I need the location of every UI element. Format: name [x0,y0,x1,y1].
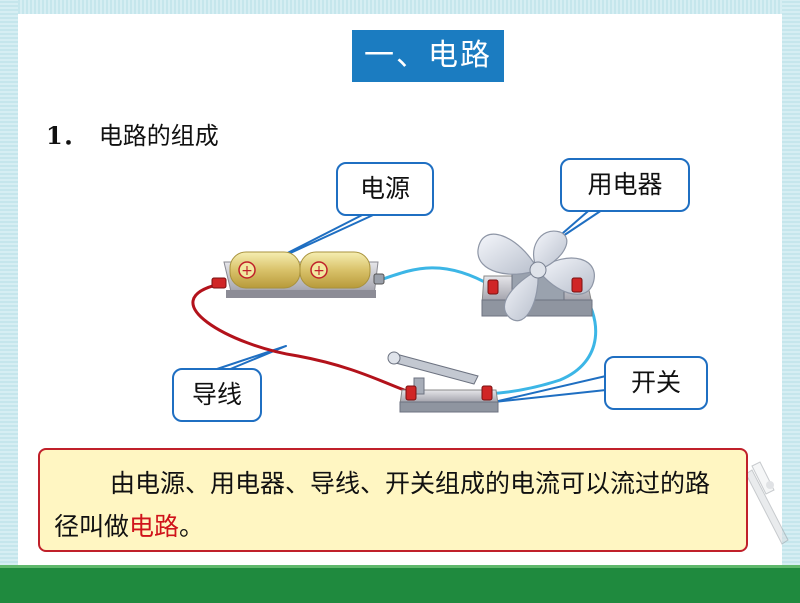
battery-plus-icon [238,261,256,279]
definition-text: 由电源、用电器、导线、开关组成的电流可以流过的路径叫做 [54,469,711,541]
fan-blade [533,230,568,271]
knife-switch-component [387,351,499,413]
fan-blade [503,269,539,322]
fan-terminal-right [571,277,583,293]
callout-pointer-switch [493,375,607,403]
callout-pointer-wire [213,345,287,371]
slide-frame-right [782,0,800,565]
slide-frame-left [0,0,18,565]
pencil-decoration-icon [745,461,789,545]
section-heading-text: 电路的组成 [98,122,219,150]
definition-box: 由电源、用电器、导线、开关组成的电流可以流过的路径叫做电路。 [38,448,748,552]
label-power-source: 电源 [336,162,434,216]
red-wire [191,282,413,395]
fan-appliance-component [477,230,595,322]
battery-plus-icon [310,261,328,279]
section-heading: 1． 电路的组成 [46,116,219,151]
battery-mark-1: + [241,263,253,279]
switch-terminal-left [405,385,417,401]
battery-terminal-negative [211,277,227,289]
definition-term: 电路 [129,512,180,541]
switch-terminal-right [481,385,493,401]
label-switch: 开关 [604,356,708,410]
slide-frame-top [0,0,800,14]
battery-terminal-positive [373,273,385,285]
bottom-bar [0,565,800,603]
fan-hub [529,261,547,279]
slide-title: 一、电路 [352,30,504,82]
switch-lever [391,353,479,385]
battery-mark-2: + [313,263,325,279]
label-appliance: 用电器 [560,158,690,212]
switch-handle [387,351,401,365]
battery-component: + + [211,251,385,298]
fan-blade [477,233,539,275]
battery-cell-2 [299,251,371,289]
fan-terminal-left [487,279,499,295]
section-number: 1． [46,121,87,150]
definition-end: 。 [179,512,205,541]
blue-wire-battery-to-fan [379,266,493,288]
label-wire: 导线 [172,368,262,422]
blue-wire-fan-to-switch [485,285,598,396]
